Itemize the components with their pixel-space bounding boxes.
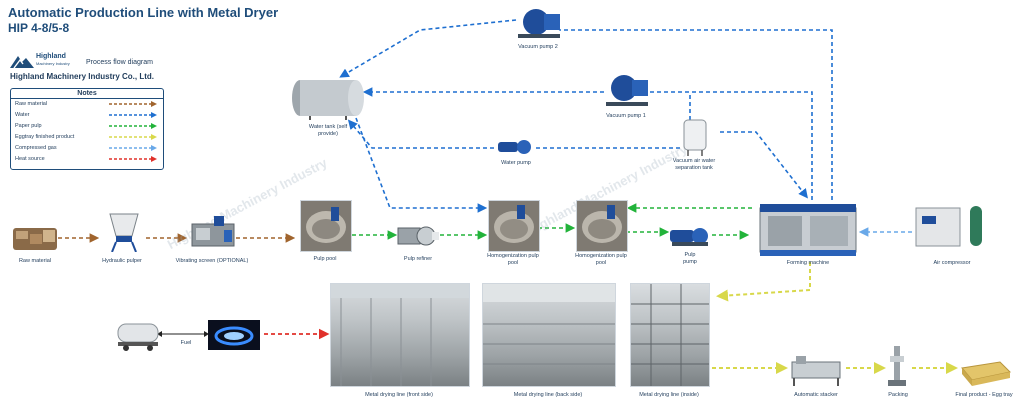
label-homogenization-pool-1: Homogenization pulp pool [487, 253, 539, 267]
forming-machine-icon [759, 204, 857, 256]
dryer-front-photo [330, 283, 470, 387]
label-water-tank: Water tank (self provide) [308, 124, 348, 138]
label-water-tank-text: Water tank (self provide) [308, 124, 348, 137]
homogenization-pool-1-photo [488, 200, 540, 252]
raw-material-icon [13, 228, 57, 250]
label-hydraulic-pulper: Hydraulic pulper [102, 258, 142, 264]
air-compressor-icon [915, 206, 982, 247]
label-forming-machine: Forming machine [786, 260, 830, 266]
note-paper-pulp: Paper pulp [15, 123, 42, 129]
label-pulp-pump-text: Pulp pump [683, 252, 697, 265]
label-homogenization-pool-1-text: Homogenization pulp pool [487, 253, 539, 266]
label-homogenization-pool-2: Homogenization pulp pool [575, 253, 627, 267]
vacuum-pump-1-icon [606, 75, 648, 106]
label-separation-tank: Vacuum air water separation tank [667, 158, 721, 172]
dryer-inside-photo [630, 283, 710, 387]
label-dryer-back: Metal drying line (back side) [513, 392, 583, 398]
label-final-product: Final product - Egg tray [955, 392, 1013, 398]
automatic-stacker-icon [791, 356, 841, 386]
label-vacuum-pump-2: Vacuum pump 2 [518, 44, 558, 50]
note-raw-material: Raw material [15, 101, 48, 107]
pulp-refiner-icon [397, 226, 439, 246]
note-water: Water [15, 112, 30, 118]
water-pump-icon [498, 140, 531, 154]
label-raw-material: Raw material [18, 258, 52, 264]
legend-arrows [109, 101, 157, 162]
fuel-tanker-icon [117, 323, 159, 351]
diagram-type-label: Process flow diagram [86, 59, 153, 66]
vibrating-screen-icon [191, 216, 235, 247]
vacuum-pump-2-icon [518, 9, 560, 38]
dryer-back-photo [482, 283, 616, 387]
gas-flame-icon [208, 320, 260, 350]
water-tank-icon [292, 80, 364, 120]
flow-water-vac2-out [339, 19, 517, 78]
note-eggtray-product: Eggtray finished product [15, 134, 75, 140]
diagram-title: Automatic Production Line with Metal Dry… [8, 5, 279, 20]
brand-tagline: Machinery Industry [36, 61, 70, 66]
label-dryer-front: Metal drying line (front side) [365, 392, 433, 398]
flow-water-sep-in [720, 131, 808, 199]
label-separation-tank-text: Vacuum air water separation tank [672, 158, 716, 171]
flow-water-vac2-in [545, 19, 833, 200]
hydraulic-pulper-icon [109, 213, 139, 252]
packing-machine-icon [888, 346, 906, 386]
label-water-pump: Water pump [501, 160, 531, 166]
note-heat-source: Heat source [15, 156, 45, 162]
flow-eggtray-1 [716, 262, 811, 302]
label-vacuum-pump-1: Vacuum pump 1 [606, 113, 646, 119]
label-packing: Packing [888, 392, 908, 398]
pulp-pump-icon [670, 228, 708, 246]
label-automatic-stacker: Automatic stacker [794, 392, 838, 398]
label-air-compressor: Air compressor [933, 260, 971, 266]
label-pulp-refiner: Pulp refiner [403, 256, 433, 262]
brand-name: Highland [36, 53, 66, 60]
flow-water-tank-down [355, 117, 488, 213]
company-name: Highland Machinery Industry Co., Ltd. [10, 72, 155, 81]
notes-title: Notes [11, 89, 163, 99]
highland-logo-icon [8, 52, 38, 70]
label-pulp-pool: Pulp pool [313, 256, 337, 262]
flow-water-vac1-in [650, 91, 813, 200]
flow-water-pump-out [347, 119, 494, 149]
pulp-pool-photo [300, 200, 352, 252]
label-pulp-pump: Pulp pump [678, 252, 702, 266]
note-compressed-gas: Compressed gas [15, 145, 57, 151]
homogenization-pool-2-photo [576, 200, 628, 252]
notes-legend: Notes Raw material Water Paper pulp Eggt… [10, 88, 164, 170]
label-fuel: Fuel [180, 340, 192, 346]
label-homogenization-pool-2-text: Homogenization pulp pool [575, 253, 627, 266]
label-vibrating-screen: Vibrating screen (OPTIONAL) [175, 258, 249, 264]
label-dryer-inside: Metal drying line (inside) [639, 392, 699, 398]
model-code: HIP 4-8/5-8 [8, 21, 70, 35]
separation-tank-icon [683, 119, 707, 156]
egg-tray-icon [961, 361, 1012, 386]
